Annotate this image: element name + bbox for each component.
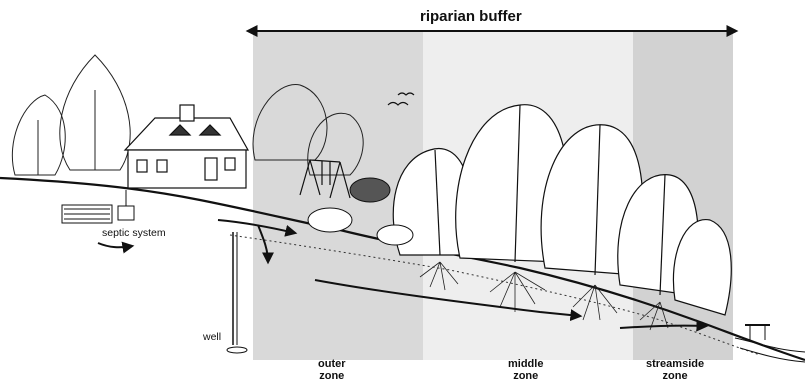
well: [227, 232, 247, 353]
outer-zone-line1: outer: [318, 358, 346, 370]
septic-flow-arrow: [98, 243, 132, 247]
well-label: well: [203, 331, 221, 343]
middle-zone-line1: middle: [508, 358, 543, 370]
middle-zone-label: middle zone: [508, 358, 543, 382]
septic-system-label: septic system: [102, 227, 166, 239]
house-drawing: [125, 105, 248, 188]
streamside-zone-line1: streamside: [646, 358, 704, 370]
outer-zone-line2: zone: [318, 370, 346, 382]
streamside-zone-label: streamside zone: [646, 358, 704, 382]
outer-zone-label: outer zone: [318, 358, 346, 382]
riparian-buffer-title: riparian buffer: [420, 8, 522, 25]
streamside-zone-line2: zone: [646, 370, 704, 382]
middle-zone-line2: zone: [508, 370, 543, 382]
septic-tank: [62, 190, 134, 223]
